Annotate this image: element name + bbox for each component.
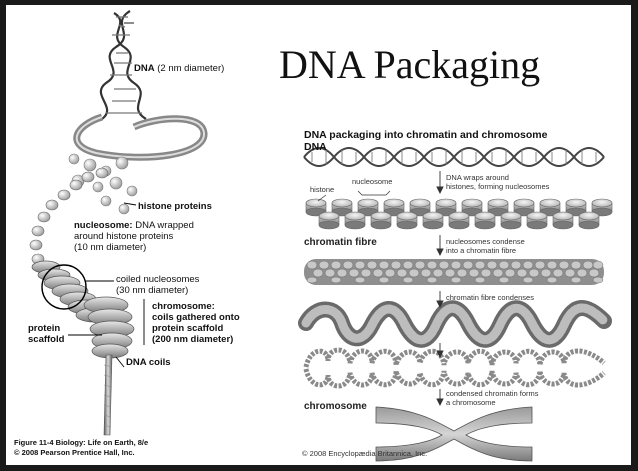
- condensed-fibre-wave: [306, 308, 604, 340]
- step-3: chromatin fibre condenses: [446, 293, 534, 302]
- chromatin-fibre-band: [304, 259, 604, 285]
- step-2-line-1: nucleosomes condense: [446, 237, 525, 246]
- label-histone: histone: [310, 185, 334, 194]
- right-dna-helix: [304, 148, 604, 166]
- slide: DNA (2 nm diameter) histone proteins nuc…: [6, 5, 631, 465]
- step-4-line-2: a chromosome: [446, 398, 496, 407]
- step-2-line-2: into a chromatin fibre: [446, 246, 516, 255]
- step-1-line-2: histones, forming nucleosomes: [446, 182, 549, 191]
- label-chromosome-right: chromosome: [304, 401, 367, 412]
- nucleosome-cylinders: [306, 199, 612, 229]
- label-chromatin-fibre: chromatin fibre: [304, 237, 377, 248]
- step-4-line-1: condensed chromatin forms: [446, 389, 539, 398]
- label-dna-row: DNA: [304, 141, 327, 153]
- label-nucleosome-right: nucleosome: [352, 177, 392, 186]
- step-1-line-1: DNA wraps around: [446, 173, 509, 182]
- looped-chromatin: [306, 350, 604, 386]
- britannica-credit: © 2008 Encyclopædia Britannica, Inc.: [302, 449, 427, 458]
- diagram-heading: DNA packaging into chromatin and chromos…: [304, 129, 547, 141]
